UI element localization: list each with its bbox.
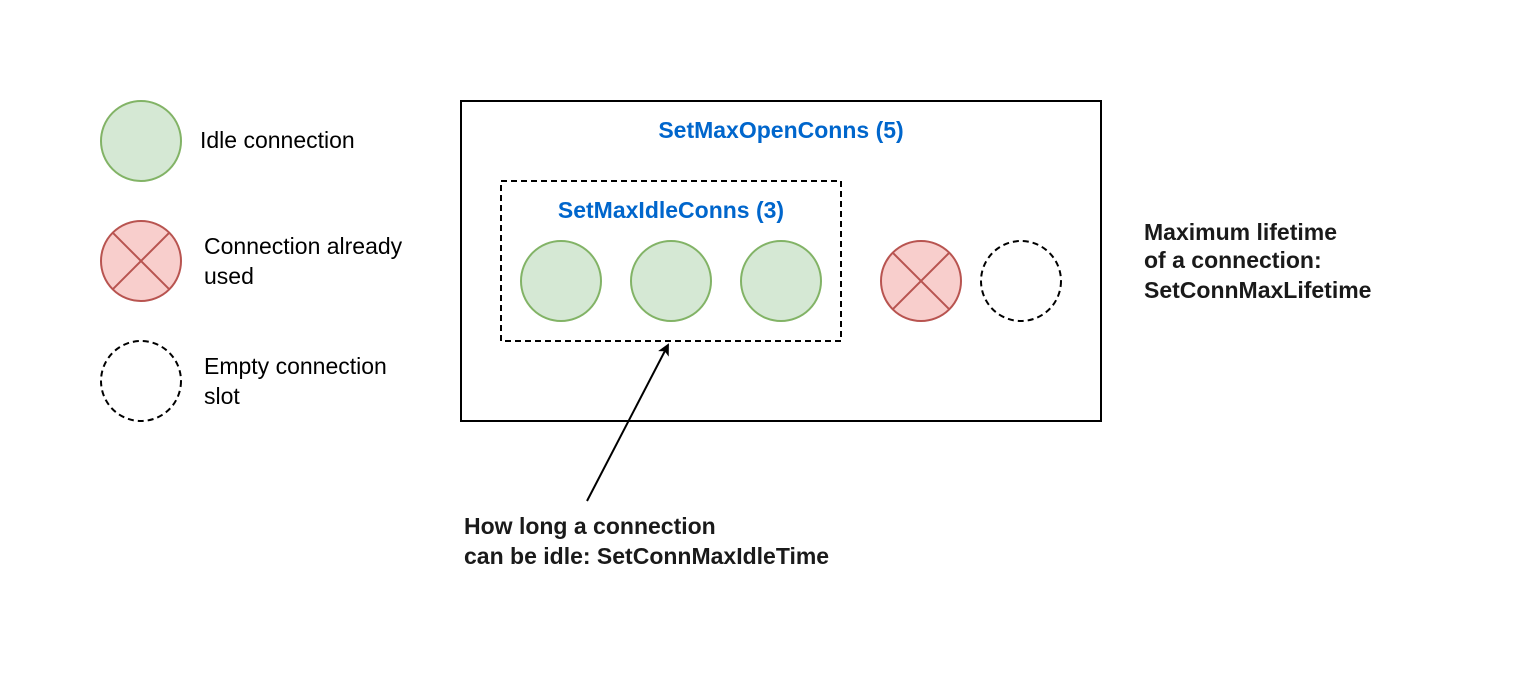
max-open-conns-title: SetMaxOpenConns (5) xyxy=(658,117,903,143)
max-open-conns-box xyxy=(460,100,1102,422)
max-lifetime-note: Maximum lifetime of a connection: SetCon… xyxy=(1144,219,1371,303)
idle-time-arrow xyxy=(586,343,669,502)
legend-used-connection-label: Connection already used xyxy=(204,233,409,289)
idle-connection-3 xyxy=(740,240,822,322)
empty-connection-slot xyxy=(980,240,1062,322)
legend-used-connection-icon xyxy=(100,220,182,302)
legend-empty-slot-icon xyxy=(100,340,182,422)
legend-empty-slot-label: Empty connection slot xyxy=(204,353,393,409)
idle-connection-1 xyxy=(520,240,602,322)
max-idle-conns-box xyxy=(500,180,842,342)
legend-idle-connection-label: Idle connection xyxy=(200,127,355,153)
legend-idle-connection-icon xyxy=(100,100,182,182)
max-idle-time-note: How long a connection can be idle: SetCo… xyxy=(464,513,829,569)
max-idle-conns-title: SetMaxIdleConns (3) xyxy=(558,197,784,223)
idle-connection-2 xyxy=(630,240,712,322)
used-connection xyxy=(880,240,962,322)
